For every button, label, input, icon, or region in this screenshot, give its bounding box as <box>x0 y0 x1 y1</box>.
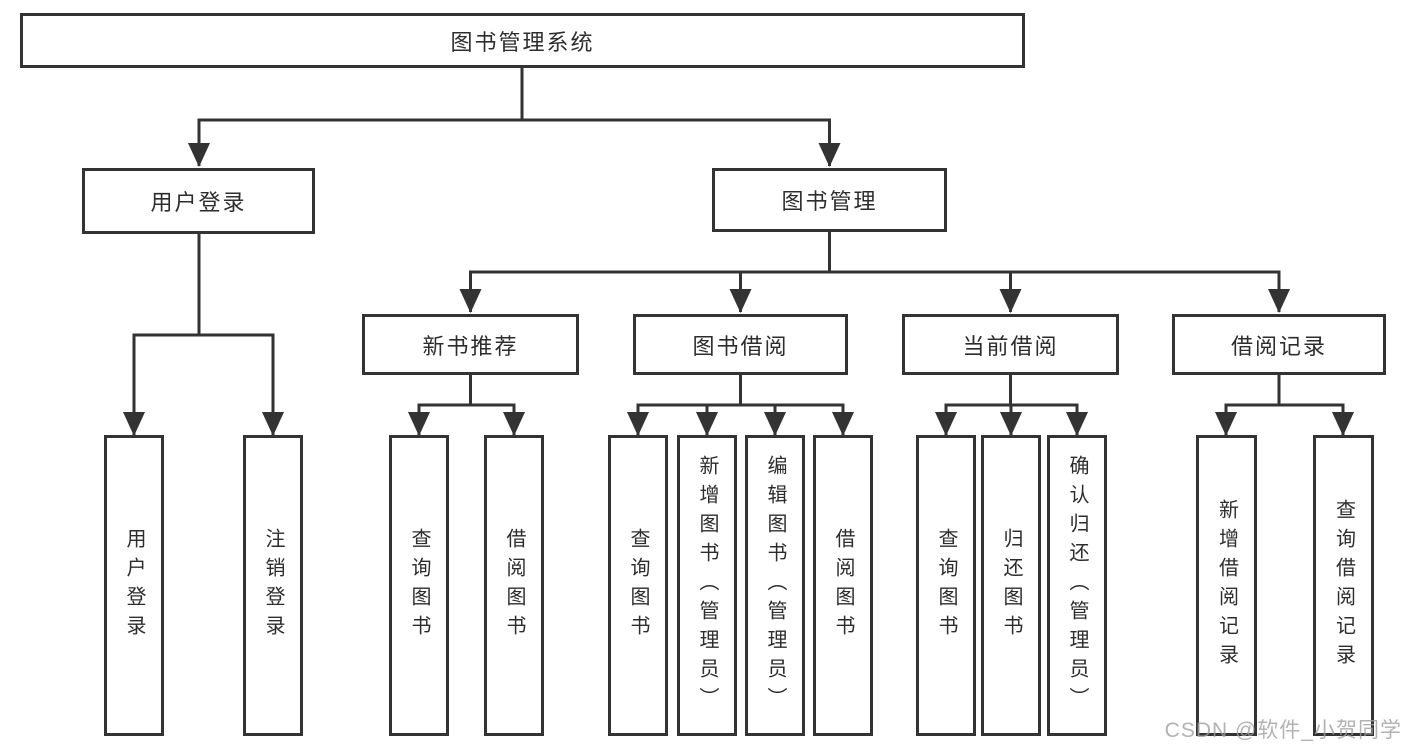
node-leaf-recommend-query-books: 查询图书 <box>389 435 449 736</box>
node-leaf-current-return-books: 归还图书 <box>981 435 1041 736</box>
node-leaf-records-query-record: 查询借阅记录 <box>1313 435 1374 736</box>
node-leaf-borrowing-query-books: 查询图书 <box>608 435 668 736</box>
node-user-login: 用户登录 <box>82 168 315 234</box>
node-current-borrowing: 当前借阅 <box>902 314 1119 375</box>
node-leaf-current-query-books: 查询图书 <box>916 435 976 736</box>
node-book-management-system: 图书管理系统 <box>20 13 1025 68</box>
node-leaf-recommend-borrow-books: 借阅图书 <box>484 435 544 736</box>
node-leaf-borrowing-borrow-books: 借阅图书 <box>813 435 873 736</box>
csdn-watermark: CSDN @软件_小贺同学 <box>1164 719 1402 742</box>
node-book-borrowing: 图书借阅 <box>633 314 848 375</box>
node-leaf-user-login: 用户登录 <box>104 435 164 736</box>
node-leaf-records-add-record: 新增借阅记录 <box>1196 435 1257 736</box>
node-leaf-borrowing-edit-books: 编辑图书（管理员） <box>745 435 805 736</box>
node-borrowing-records: 借阅记录 <box>1172 314 1386 375</box>
node-leaf-current-confirm-return: 确认归还（管理员） <box>1047 435 1107 736</box>
node-new-book-recommend: 新书推荐 <box>362 314 579 375</box>
node-leaf-logout: 注销登录 <box>243 435 303 736</box>
node-leaf-borrowing-add-books: 新增图书（管理员） <box>677 435 737 736</box>
node-book-management: 图书管理 <box>712 168 947 232</box>
